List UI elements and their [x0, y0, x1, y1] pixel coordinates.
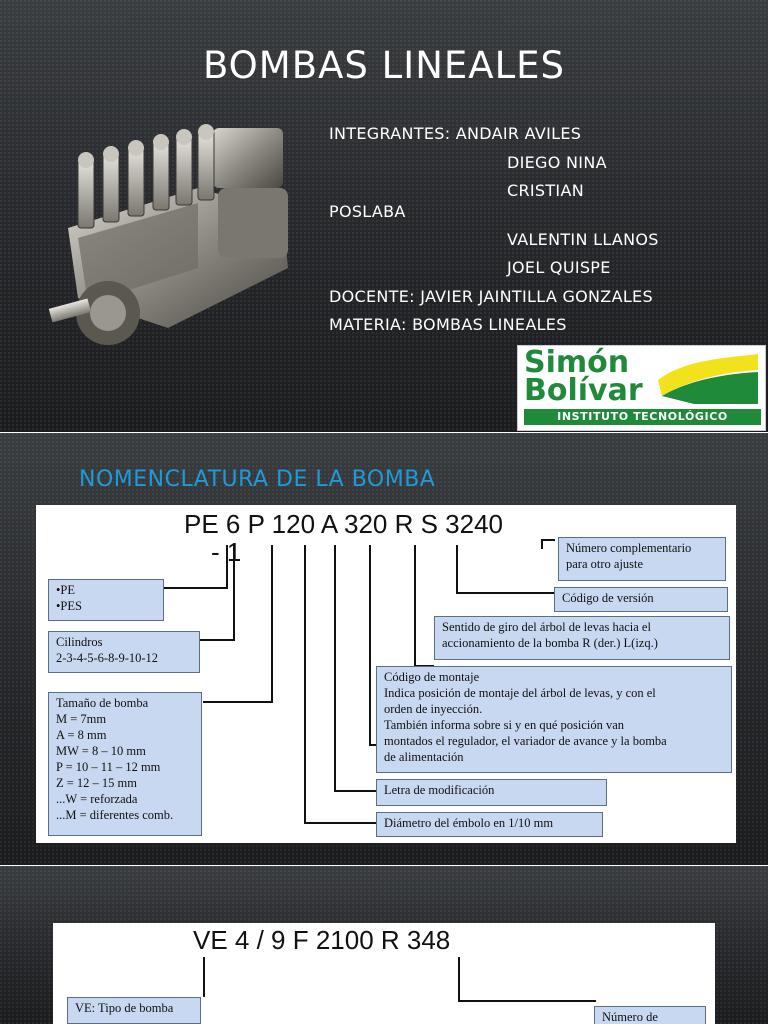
box-line: 2-3-4-5-6-8-9-10-12	[56, 651, 159, 665]
ve-code: VE 4 / 9 F 2100 R 348	[193, 925, 451, 955]
box-line: Número de	[602, 1010, 658, 1024]
box-line: Z = 12 – 15 mm	[56, 776, 138, 790]
box-modificacion: Letra de modificación	[376, 779, 607, 806]
box-cilindros: Cilindros 2-3-4-5-6-8-9-10-12	[48, 631, 200, 673]
box-tamano: Tamaño de bomba M = 7mm A = 8 mm MW = 8 …	[48, 692, 202, 836]
box-complementario: Número complementario para otro ajuste	[558, 537, 726, 581]
logo-swoosh-icon	[658, 354, 758, 404]
logo-line1: Simón	[524, 345, 630, 380]
box-line: Número complementario	[566, 541, 692, 555]
box-tipo: VE: Tipo de bomba	[67, 997, 201, 1024]
member-name: POSLABA	[329, 202, 406, 221]
ve-diagram: VE 4 / 9 F 2100 R 348 VE: Tipo de bomba …	[53, 923, 715, 1024]
box-version: Código de versión	[554, 587, 728, 612]
box-montaje: Código de montaje Indica posición de mon…	[376, 666, 732, 773]
box-line: de alimentación	[384, 750, 464, 764]
slide-title: BOMBAS LINEALES INTEGRA	[0, 0, 768, 432]
slide-heading: NOMENCLATURA DE LA BOMBA	[79, 467, 436, 492]
box-line: También informa sobre si y en qué posici…	[384, 718, 625, 732]
member-name: JOEL QUISPE	[507, 258, 611, 277]
box-line: M = 7mm	[56, 712, 107, 726]
box-line: Diámetro del émbolo en 1/10 mm	[384, 816, 554, 830]
slide-nomenclatura: NOMENCLATURA DE LA BOMBA PE 6 P 120 A 32…	[0, 433, 768, 865]
box-line: VE: Tipo de bomba	[75, 1001, 174, 1015]
slide-ve-nomenclature: VE 4 / 9 F 2100 R 348 VE: Tipo de bomba …	[0, 866, 768, 1024]
docente-text: DOCENTE: JAVIER JAINTILLA GONZALES	[329, 287, 653, 306]
injection-pump-image	[48, 124, 288, 345]
box-line: •PE	[56, 583, 75, 597]
box-line: Tamaño de bomba	[56, 696, 149, 710]
box-line: Letra de modificación	[384, 783, 495, 797]
box-line: orden de inyección.	[384, 702, 483, 716]
box-line: Código de versión	[562, 591, 654, 605]
box-line: P = 10 – 11 – 12 mm	[56, 760, 161, 774]
box-line: accionamiento de la bomba R (der.) L(izq…	[442, 636, 658, 650]
box-line: ...M = diferentes comb.	[56, 808, 174, 822]
box-numero: Número de	[594, 1006, 706, 1024]
box-line: Indica posición de montaje del árbol de …	[384, 686, 656, 700]
box-line: A = 8 mm	[56, 728, 107, 742]
box-diametro: Diámetro del émbolo en 1/10 mm	[376, 812, 603, 837]
pump-code: PE 6 P 120 A 320 R S 3240	[184, 509, 503, 539]
institute-logo: Simón Bolívar INSTITUTO TECNOLÓGICO	[517, 345, 766, 431]
box-line: Sentido de giro del árbol de levas hacia…	[442, 620, 651, 634]
materia-text: MATERIA: BOMBAS LINEALES	[329, 315, 567, 334]
member-name: DIEGO NINA	[507, 153, 607, 172]
logo-bar-text: INSTITUTO TECNOLÓGICO	[524, 409, 761, 425]
box-line: ...W = reforzada	[56, 792, 138, 806]
nomenclature-diagram: PE 6 P 120 A 320 R S 3240 - 1 •PE •PES C…	[36, 505, 736, 843]
box-line: Cilindros	[56, 635, 103, 649]
box-pe-types: •PE •PES	[48, 579, 164, 621]
box-line: para otro ajuste	[566, 557, 644, 571]
member-name: VALENTIN LLANOS	[507, 230, 659, 249]
member-name: CRISTIAN	[507, 181, 584, 200]
slide-title-heading: BOMBAS LINEALES	[202, 44, 566, 87]
box-line: Código de montaje	[384, 670, 480, 684]
box-line: MW = 8 – 10 mm	[56, 744, 146, 758]
box-sentido: Sentido de giro del árbol de levas hacia…	[434, 616, 730, 660]
box-line: montados el regulador, el variador de av…	[384, 734, 667, 748]
logo-line2: Bolívar	[524, 373, 643, 408]
integrantes-label: INTEGRANTES: ANDAIR AVILES	[329, 124, 582, 143]
box-line: •PES	[56, 599, 82, 613]
